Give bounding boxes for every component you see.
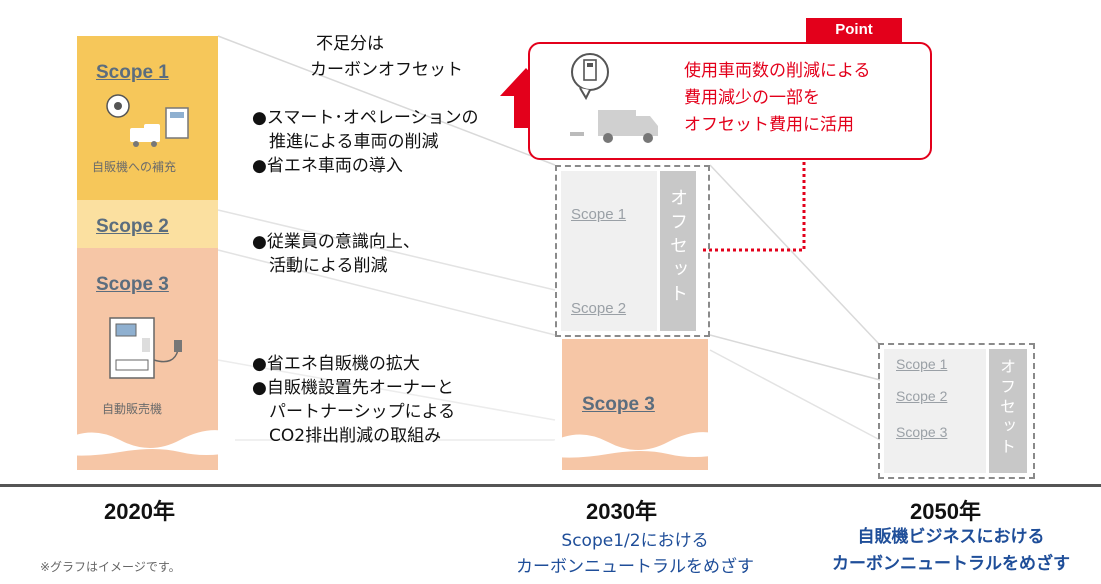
vending-machine-icon bbox=[108, 316, 198, 386]
caption-2050-line2: カーボンニュートラルをめざす bbox=[832, 554, 1070, 574]
scope2-label-2020: Scope 2 bbox=[96, 216, 169, 237]
offset-box-2050 bbox=[878, 343, 1035, 479]
scope1-label-2020: Scope 1 bbox=[96, 62, 169, 83]
wave-break-2020 bbox=[60, 430, 235, 456]
point-text-line: オフセット費用に活用 bbox=[684, 115, 854, 135]
caption-2050-line1: 自販機ビジネスにおける bbox=[857, 527, 1045, 547]
offset-label-2030: オフセット bbox=[667, 188, 688, 308]
shortfall-note-line1: 不足分は bbox=[316, 34, 384, 54]
point-tag: Point bbox=[806, 18, 902, 42]
caption-2030: Scope1/2における カーボンニュートラルをめざす bbox=[510, 528, 760, 580]
note-group-3: ●省エネ自販機の拡大 ●自販機設置先オーナーと パートナーシップによる CO2排… bbox=[252, 352, 455, 448]
caption-2030-line2: カーボンニュートラルをめざす bbox=[516, 557, 754, 577]
point-text: 使用車両数の削減による 費用減少の一部を オフセット費用に活用 bbox=[684, 58, 871, 139]
bar-2020 bbox=[77, 36, 218, 470]
note-group-1-line: 推進による車両の削減 bbox=[252, 132, 439, 152]
shortfall-note-line2: カーボンオフセット bbox=[310, 60, 463, 80]
scope2-label-2030: Scope 2 bbox=[571, 300, 627, 317]
scope1-label-2050: Scope 1 bbox=[896, 356, 948, 372]
note-group-3-line: パートナーシップによる bbox=[252, 402, 456, 422]
note-group-2-line: 活動による削減 bbox=[252, 256, 388, 276]
year-2030: 2030年 bbox=[586, 499, 657, 524]
scope-fill-2030 bbox=[561, 171, 657, 331]
note-group-2-line: ●従業員の意識向上、 bbox=[252, 232, 420, 252]
caption-2050: 自販機ビジネスにおける カーボンニュートラルをめざす bbox=[806, 524, 1096, 578]
baseline bbox=[0, 484, 1101, 487]
scope3-label-2030: Scope 3 bbox=[582, 394, 655, 415]
footnote: ※グラフはイメージです。 bbox=[40, 560, 181, 574]
scope1-caption-2020: 自販機への補充 bbox=[92, 160, 177, 174]
year-2020: 2020年 bbox=[104, 499, 175, 524]
wave-break-2030 bbox=[548, 432, 723, 458]
note-group-1-line: ●スマート･オペレーションの bbox=[252, 108, 479, 128]
offset-box-2030 bbox=[555, 165, 710, 337]
caption-2030-line1: Scope1/2における bbox=[561, 531, 709, 551]
note-group-3-line: ●自販機設置先オーナーと bbox=[252, 378, 454, 398]
scope1-label-2030: Scope 1 bbox=[571, 206, 627, 223]
note-group-3-line: ●省エネ自販機の拡大 bbox=[252, 354, 420, 374]
offset-bar-2030 bbox=[660, 171, 696, 331]
scope3-caption-2020: 自動販売機 bbox=[102, 402, 163, 416]
scope1-segment-2020 bbox=[77, 36, 218, 200]
scope-fill-2050 bbox=[884, 349, 986, 473]
scope2-label-2050: Scope 2 bbox=[896, 388, 948, 404]
point-text-line: 使用車両数の削減による bbox=[684, 61, 871, 81]
point-tag-label: Point bbox=[835, 21, 873, 38]
scope3-label-2020: Scope 3 bbox=[96, 274, 169, 295]
offset-bar-2050 bbox=[989, 349, 1027, 473]
truck-with-pin-icon bbox=[570, 53, 658, 143]
point-connector-dotted bbox=[702, 162, 806, 252]
scope3-label-2050: Scope 3 bbox=[896, 424, 948, 440]
note-group-1-line: ●省エネ車両の導入 bbox=[252, 156, 403, 176]
note-group-1: ●スマート･オペレーションの 推進による車両の削減 ●省エネ車両の導入 bbox=[252, 106, 478, 178]
note-group-3-line: CO2排出削減の取組み bbox=[252, 426, 442, 446]
point-text-line: 費用減少の一部を bbox=[684, 88, 820, 108]
year-2050: 2050年 bbox=[910, 499, 981, 524]
scope2-segment-2020 bbox=[77, 200, 218, 248]
pin-truck-icon bbox=[96, 94, 196, 158]
offset-label-2050: オフセット bbox=[997, 358, 1016, 458]
note-group-2: ●従業員の意識向上、 活動による削減 bbox=[252, 230, 420, 278]
